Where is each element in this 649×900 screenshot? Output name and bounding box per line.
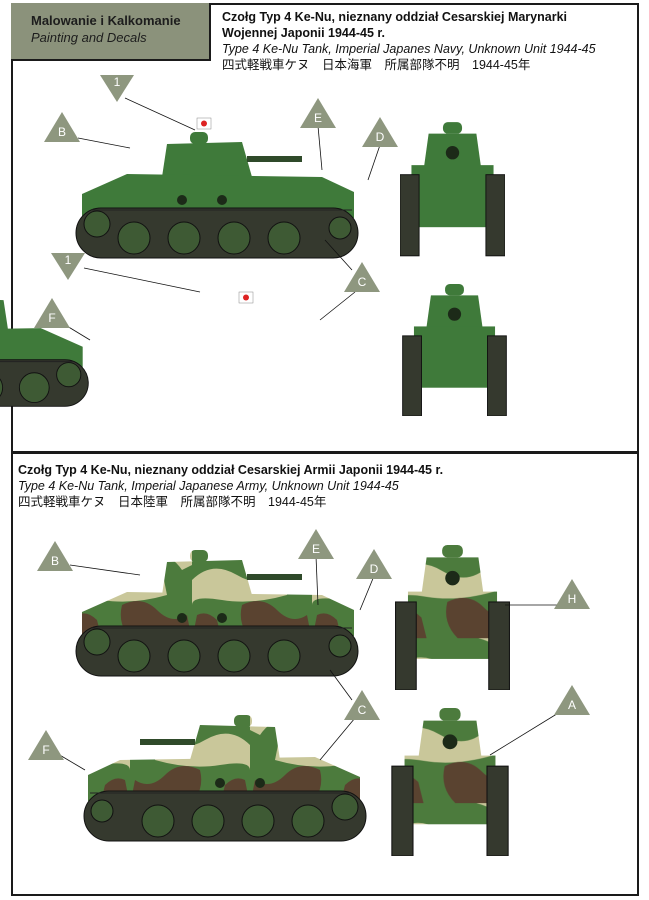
callout-1-top: 1	[100, 75, 134, 102]
svg-text:B: B	[58, 125, 66, 139]
navy-tank-right-side	[0, 288, 89, 407]
svg-text:H: H	[568, 592, 577, 606]
svg-text:F: F	[48, 311, 55, 325]
army-tank-rear	[391, 708, 509, 856]
navy-tank-left-side	[75, 132, 359, 259]
title-pl-line1: Czołg Typ 4 Ke-Nu, nieznany oddział Cesa…	[18, 463, 444, 477]
leader-lines	[57, 97, 561, 771]
army-tank-front	[395, 545, 510, 690]
rising-sun-decal	[196, 117, 254, 304]
header-box: Malowanie i Kalkomanie Painting and Deca…	[11, 3, 211, 61]
svg-text:C: C	[358, 703, 367, 717]
title-jp: 四式軽戦車ケヌ 日本陸軍 所属部隊不明 1944-45年	[18, 495, 327, 509]
callout-e: E	[300, 98, 336, 128]
army-scheme-title: Czołg Typ 4 Ke-Nu, nieznany oddział Cesa…	[18, 462, 618, 510]
svg-text:F: F	[42, 743, 49, 757]
title-en: Type 4 Ke-Nu Tank, Imperial Japanese Arm…	[18, 479, 399, 493]
navy-tank-front	[400, 121, 505, 257]
navy-scheme-title: Czołg Typ 4 Ke-Nu, nieznany oddział Cesa…	[222, 9, 632, 73]
callout-c: C	[344, 690, 380, 720]
army-scheme-panel	[11, 452, 639, 896]
svg-text:1: 1	[114, 75, 121, 89]
callout-a: A	[554, 685, 590, 715]
svg-text:E: E	[314, 111, 322, 125]
army-tank-right-side	[83, 714, 367, 842]
callout-e: E	[298, 529, 334, 559]
callout-1-bottom: 1	[51, 253, 85, 280]
svg-text:D: D	[370, 562, 379, 576]
header-title-en: Painting and Decals	[31, 30, 147, 45]
header-title-pl: Malowanie i Kalkomanie	[31, 13, 181, 28]
callout-f: F	[34, 298, 70, 328]
callout-d: D	[362, 117, 398, 147]
callout-h: H	[554, 579, 590, 609]
callout-d: D	[356, 549, 392, 579]
army-tank-left-side	[75, 549, 359, 677]
svg-text:B: B	[51, 554, 59, 568]
callout-b: B	[44, 112, 80, 142]
svg-text:C: C	[358, 275, 367, 289]
callout-b: B	[37, 541, 73, 571]
svg-text:1: 1	[65, 253, 72, 267]
title-en: Type 4 Ke-Nu Tank, Imperial Japanes Navy…	[222, 42, 596, 56]
callout-c: C	[344, 262, 380, 292]
svg-text:A: A	[568, 698, 576, 712]
title-jp: 四式軽戦車ケヌ 日本海軍 所属部隊不明 1944-45年	[222, 58, 531, 72]
title-pl-line2: Wojennej Japonii 1944-45 r.	[222, 26, 386, 40]
navy-tank-rear	[402, 284, 507, 416]
svg-text:D: D	[376, 130, 385, 144]
title-pl-line1: Czołg Typ 4 Ke-Nu, nieznany oddział Cesa…	[222, 10, 568, 24]
svg-text:E: E	[312, 542, 320, 556]
callout-f: F	[28, 730, 64, 760]
